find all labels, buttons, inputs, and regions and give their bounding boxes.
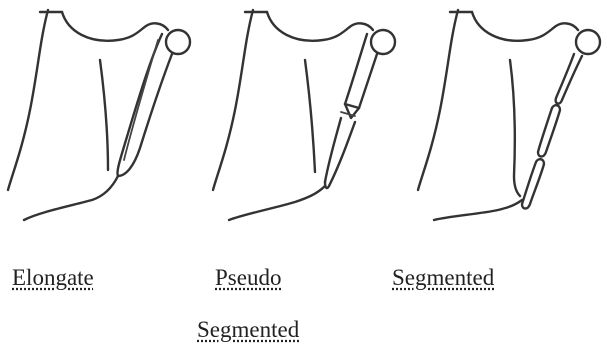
neck-line <box>510 60 520 196</box>
caption-pseudo-line1: Pseudo <box>215 266 281 289</box>
pseudo-segmented-styloid-drawing <box>205 0 405 225</box>
styloid-lower-back <box>329 122 355 186</box>
segmented-styloid-drawing <box>410 0 607 225</box>
mastoid-circle <box>576 30 600 54</box>
styloid-upper-back <box>359 54 377 108</box>
styloid-segment-3 <box>522 159 544 208</box>
neck-line <box>100 60 108 170</box>
notch-outline <box>267 12 373 41</box>
ramus-outline <box>213 10 253 190</box>
mastoid-circle <box>371 30 395 54</box>
mastoid-circle <box>166 30 190 54</box>
elongate-styloid-drawing <box>0 0 200 225</box>
ramus-outline <box>8 10 48 190</box>
styloid-segment-1 <box>556 54 582 104</box>
mandible-lower <box>24 176 118 220</box>
styloid-back <box>118 54 172 176</box>
mandible-lower <box>229 186 325 220</box>
neck-line <box>305 60 315 172</box>
styloid-segment-2 <box>538 105 560 156</box>
notch-outline <box>472 12 578 41</box>
notch-outline <box>62 12 168 41</box>
ramus-outline <box>418 10 458 190</box>
mandible-lower <box>434 200 522 220</box>
caption-elongate: Elongate <box>12 266 94 289</box>
styloid-lower-front <box>325 118 341 182</box>
caption-pseudo-line2: Segmented <box>197 318 299 341</box>
caption-segmented: Segmented <box>392 266 494 289</box>
diagram-elongate <box>0 0 200 225</box>
diagram-segmented <box>410 0 607 225</box>
diagram-pseudo-segmented <box>205 0 405 225</box>
